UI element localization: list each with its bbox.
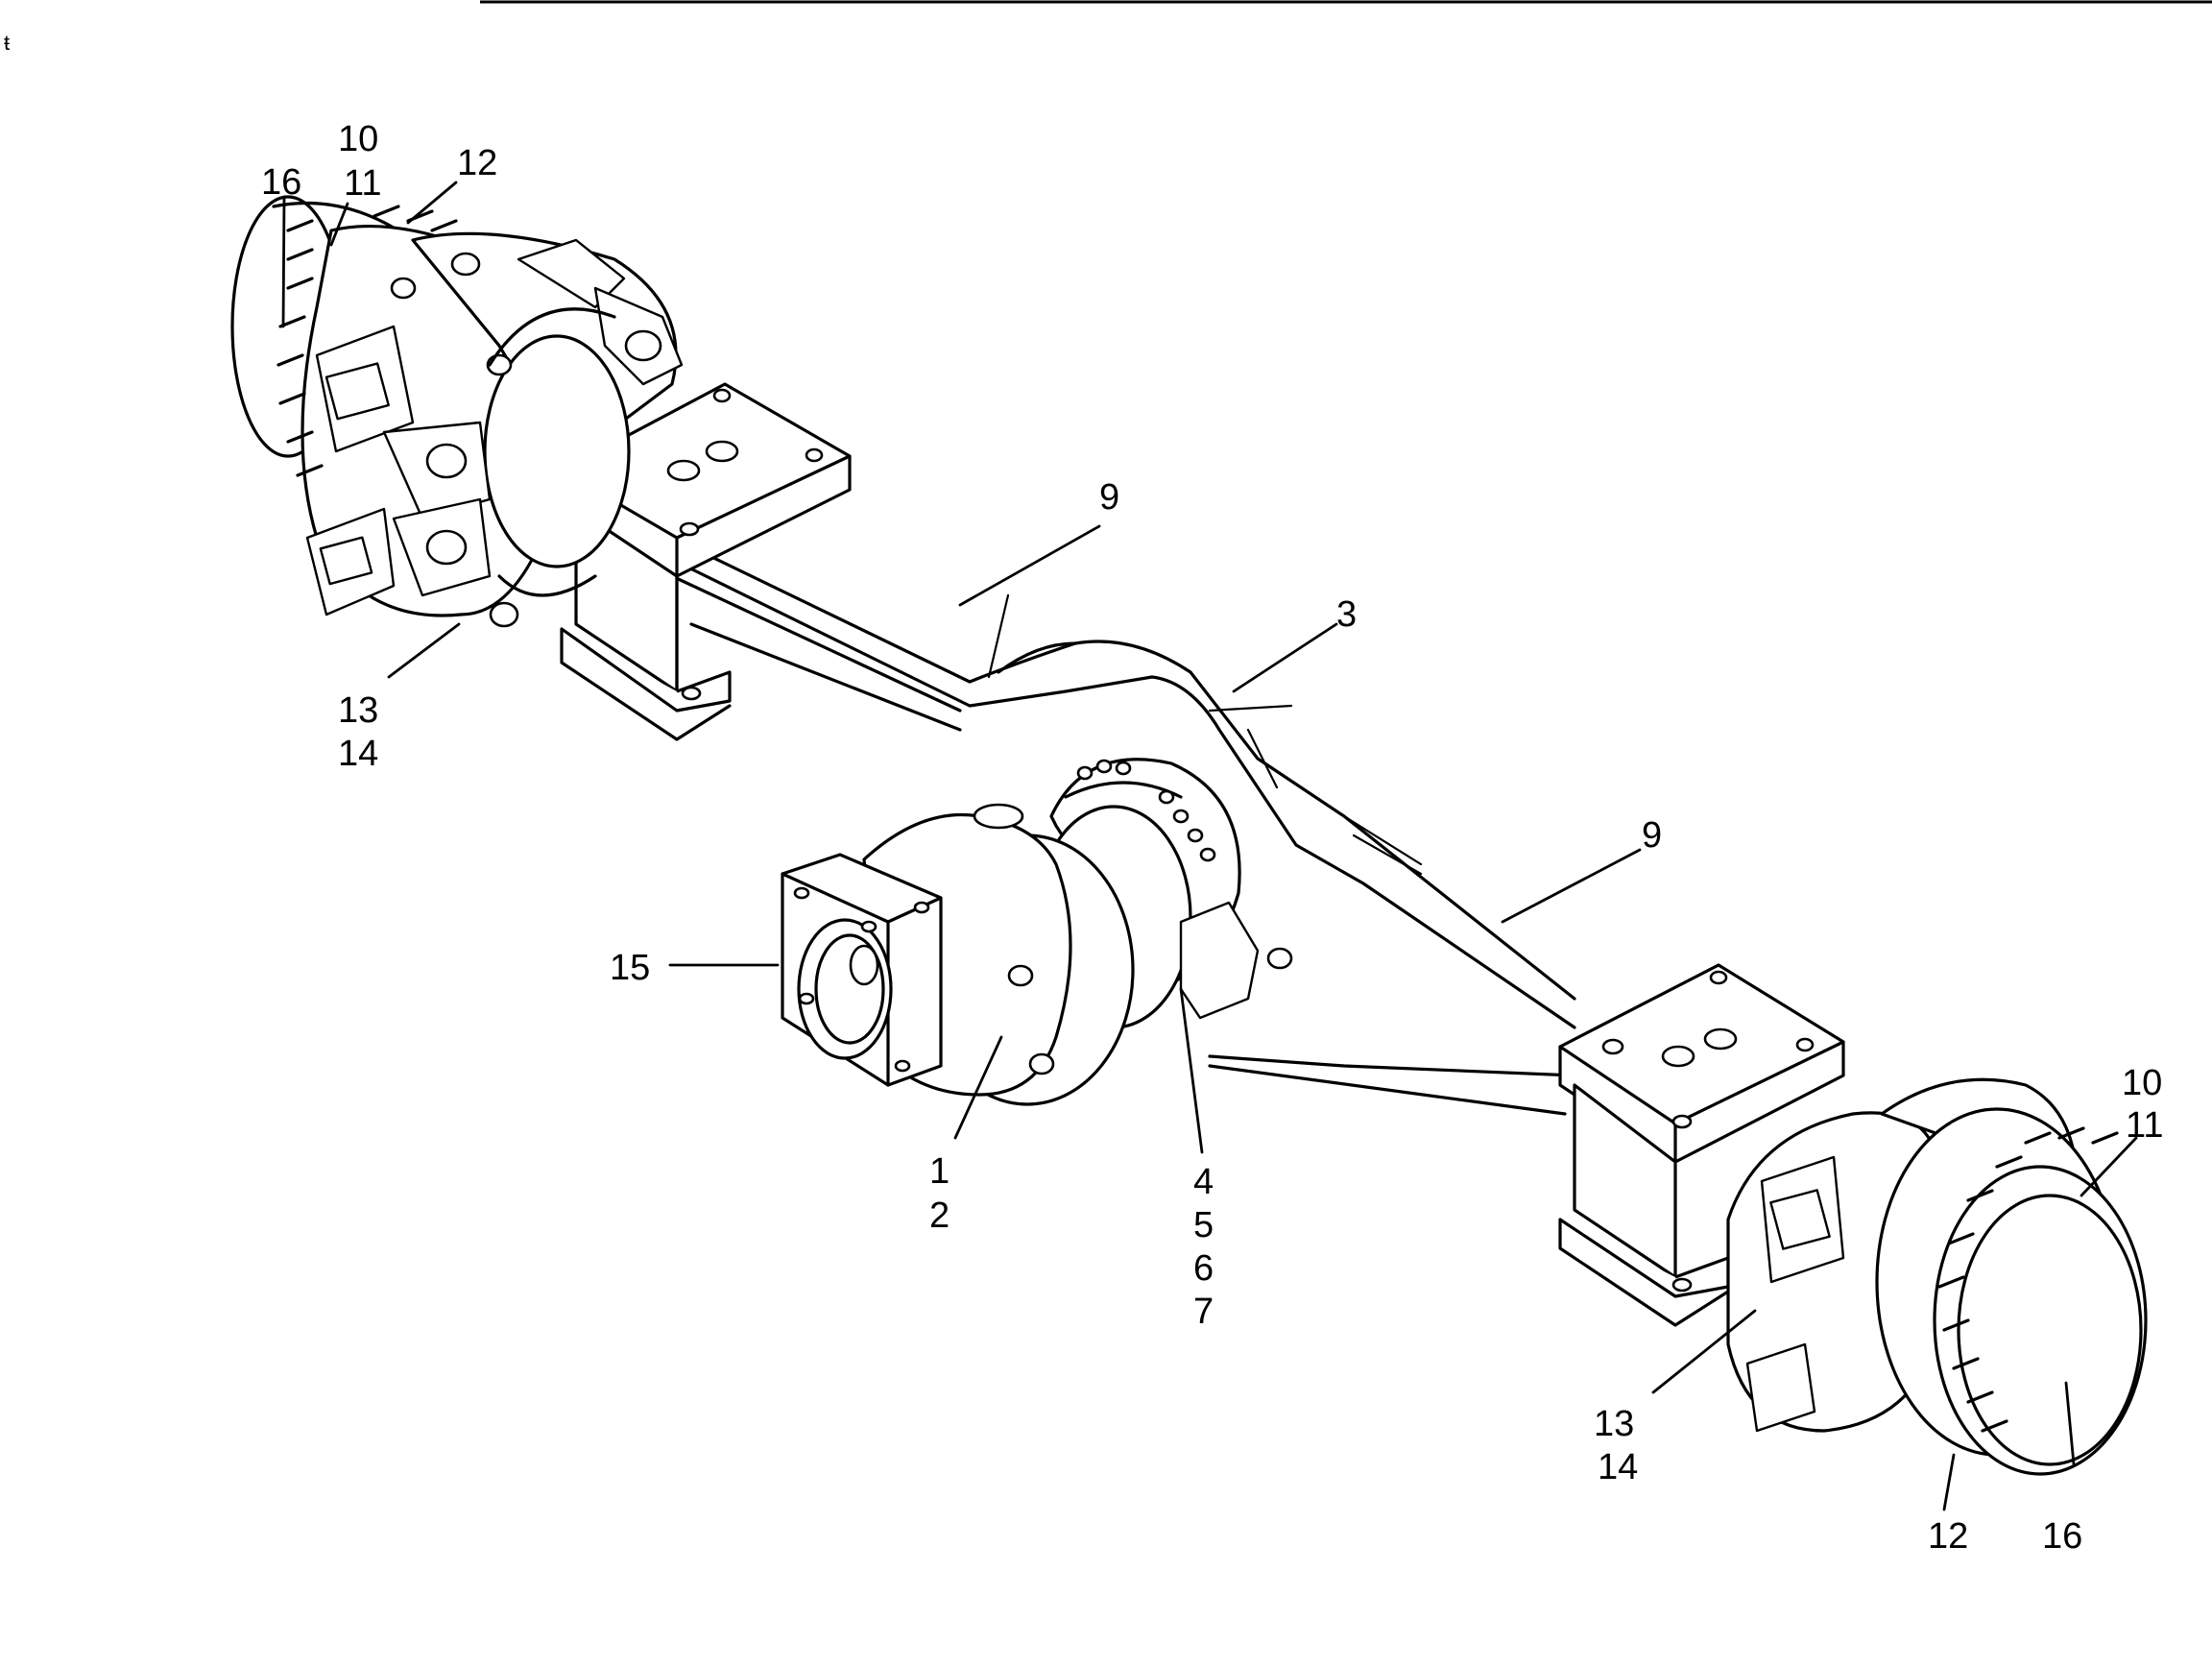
label-12-right: 12 — [1928, 1516, 1968, 1557]
label-7: 7 — [1193, 1292, 1214, 1332]
right-hub-assembly — [1726, 1077, 2148, 1476]
label-4: 4 — [1193, 1162, 1214, 1202]
label-10-left: 10 — [338, 119, 378, 159]
input-flange — [781, 853, 943, 1087]
label-1: 1 — [929, 1151, 950, 1192]
label-16-left: 16 — [261, 162, 301, 203]
axle-housing — [670, 536, 1576, 1116]
leader-lines — [281, 181, 2138, 1511]
label-13-left: 13 — [338, 690, 378, 731]
label-2: 2 — [929, 1196, 950, 1236]
corner-mark: ŧ — [4, 31, 10, 55]
label-14-right: 14 — [1598, 1447, 1638, 1487]
label-12-left: 12 — [457, 143, 497, 183]
label-9-lower: 9 — [1642, 815, 1662, 856]
label-15: 15 — [610, 948, 650, 988]
label-5: 5 — [1193, 1205, 1214, 1245]
label-6: 6 — [1193, 1248, 1214, 1289]
part-labels: 9 3 9 15 1 2 4 5 6 7 16 10 11 12 13 14 1… — [261, 119, 2163, 1557]
left-hub-assembly — [230, 195, 684, 628]
label-11-right: 11 — [2126, 1105, 2163, 1146]
label-16-right: 16 — [2042, 1516, 2082, 1557]
label-9-upper: 9 — [1099, 477, 1119, 518]
label-10-right: 10 — [2122, 1063, 2162, 1103]
label-3: 3 — [1336, 594, 1357, 635]
label-14-left: 14 — [338, 734, 378, 774]
label-13-right: 13 — [1594, 1404, 1634, 1444]
label-11-left: 11 — [344, 163, 381, 204]
